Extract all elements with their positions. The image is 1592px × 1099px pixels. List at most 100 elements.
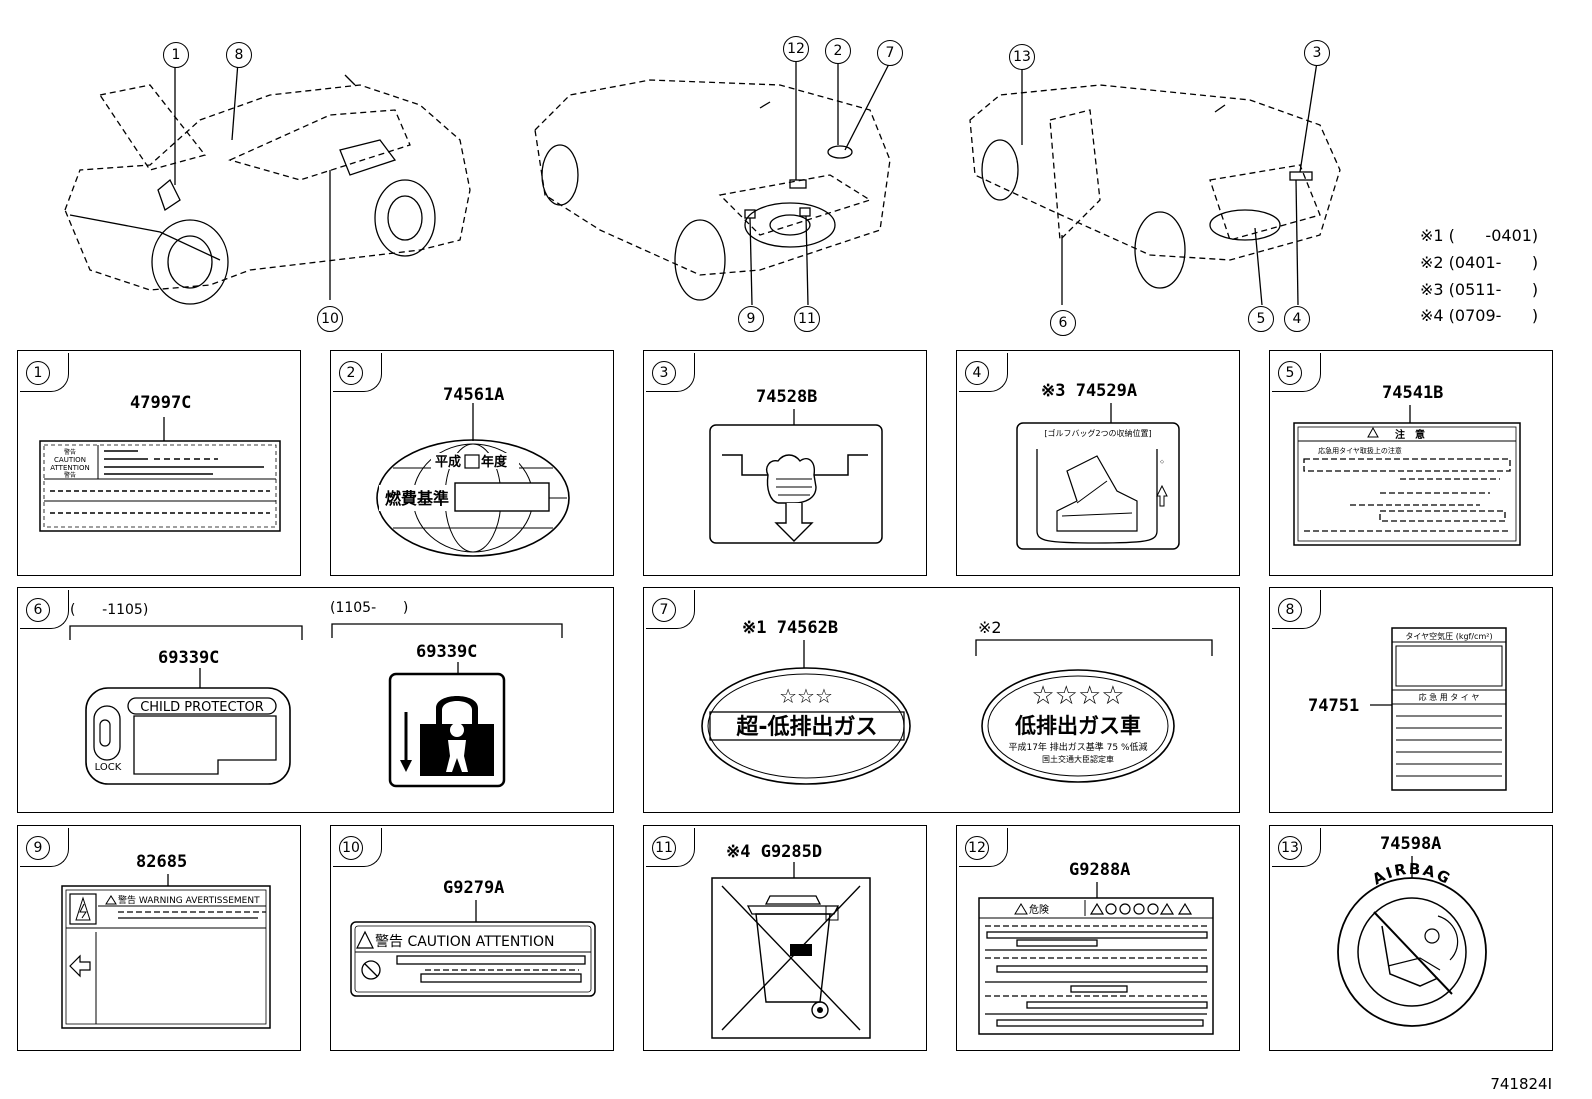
fuel-economy-emblem: 平成 年度 燃費基準 xyxy=(376,403,570,557)
part-number: 82685 xyxy=(136,852,188,872)
part-number: ※3 74529A xyxy=(1041,381,1138,401)
hand-pull-label xyxy=(709,409,883,544)
label-subheader: 応急用タイヤ取扱上の注意 xyxy=(1318,446,1402,455)
tire-pressure-label: タイヤ空気圧 (kgf/cm²) 応 急 用 タ イ ヤ xyxy=(1370,627,1507,791)
part-number: 47997C xyxy=(130,393,192,413)
panel-number: 5 xyxy=(1278,361,1302,385)
panel-2: 2 74561A 平成 年度 燃費基準 xyxy=(330,350,614,576)
svg-text:AIRBAG: AIRBAG xyxy=(1369,860,1454,889)
part-number: ※4 G9285D xyxy=(726,842,823,862)
panel-number: 6 xyxy=(26,598,50,622)
panel-number: 7 xyxy=(652,598,676,622)
label-header: 注 意 xyxy=(1395,428,1425,441)
panel-number: 4 xyxy=(965,361,989,385)
note-3: ※3 (0511- ) xyxy=(1420,280,1539,299)
part-number: 74751 xyxy=(1308,696,1360,716)
panel-number: 8 xyxy=(1278,598,1302,622)
callout-9: 9 xyxy=(738,306,764,332)
callout-10: 10 xyxy=(317,306,343,332)
panel-11: 11 ※4 G9285D xyxy=(643,825,927,1051)
callout-8: 8 xyxy=(226,42,252,68)
label-line-3: ATTENTION xyxy=(50,464,89,472)
panel-number: 9 xyxy=(26,836,50,860)
part-number-b: 69339C xyxy=(416,642,478,662)
note-2: ※2 (0401- ) xyxy=(1420,253,1539,272)
emblem-sub-b2: 国土交通大臣認定車 xyxy=(1042,754,1114,764)
panel-7: 7 ※1 74562B ※2 ☆☆☆ 超-低排出ガス ☆☆☆☆ 低排出ガス車 平… xyxy=(643,587,1240,813)
stars-b: ☆☆☆☆ xyxy=(1031,681,1124,711)
car-rear-door-view xyxy=(969,61,1341,306)
caution-attention-label: 警告 CAUTION ATTENTION xyxy=(350,900,596,997)
panel-number: 10 xyxy=(339,836,363,860)
emblem-top-text: 平成 xyxy=(435,454,461,470)
note-marker-b: ※2 xyxy=(978,618,1002,637)
label-row-1: タイヤ空気圧 (kgf/cm²) xyxy=(1405,631,1492,641)
part-number: G9288A xyxy=(1069,860,1131,880)
date-range-a: ( -1105) xyxy=(70,602,149,618)
callout-4: 4 xyxy=(1284,306,1310,332)
callout-7: 7 xyxy=(877,40,903,66)
panel-9: 9 82685 警告 WARNING AVERTISSEMENT xyxy=(17,825,301,1051)
emblem-text-b: 低排出ガス車 xyxy=(1014,714,1141,738)
note-1: ※1 ( -0401) xyxy=(1420,226,1539,245)
ring-text: AIRBAG xyxy=(1369,860,1452,889)
label-line-1: 警告 xyxy=(64,448,76,456)
child-protector-text: CHILD PROTECTOR xyxy=(140,700,264,715)
label-header: 警告 CAUTION ATTENTION xyxy=(375,934,555,950)
panel-number: 3 xyxy=(652,361,676,385)
panel-3: 3 74528B xyxy=(643,350,927,576)
emblem-sub-b1: 平成17年 排出ガス基準 75 %低減 xyxy=(1008,741,1147,753)
spare-tire-caution-label: 注 意 応急用タイヤ取扱上の注意 xyxy=(1293,405,1521,546)
callout-12: 12 xyxy=(783,36,809,62)
part-number: 74528B xyxy=(756,387,818,407)
label-line-2: CAUTION xyxy=(54,456,86,464)
panel-8: 8 74751 タイヤ空気圧 (kgf/cm²) 応 急 用 タ イ ヤ xyxy=(1269,587,1553,813)
date-range-b: (1105- ) xyxy=(330,600,409,616)
part-number-a: 69339C xyxy=(158,648,220,668)
car-front-view xyxy=(64,61,471,305)
figure-id: 741824I xyxy=(1490,1075,1552,1093)
panel-1: 1 47997C 警告 CAUTION ATTENTION 警告 xyxy=(17,350,301,576)
stars-a: ☆☆☆ xyxy=(779,684,833,708)
svg-text:◇: ◇ xyxy=(1160,459,1164,465)
child-protector-labels: CHILD PROTECTOR LOCK xyxy=(69,623,563,788)
callout-1: 1 xyxy=(163,42,189,68)
panel-number: 12 xyxy=(965,836,989,860)
warning-label: 警告 WARNING AVERTISSEMENT xyxy=(61,874,271,1029)
airbag-warning-emblem: AIRBAG xyxy=(1337,856,1487,1027)
callout-13: 13 xyxy=(1009,44,1035,70)
danger-label: 危険 xyxy=(978,882,1214,1035)
emblem-text-a: 超-低排出ガス xyxy=(736,715,877,740)
panel-6: 6 ( -1105) (1105- ) 69339C 69339C CHILD … xyxy=(17,587,614,813)
caution-label-drawing: 警告 CAUTION ATTENTION 警告 xyxy=(39,417,281,532)
part-number: 74541B xyxy=(1382,383,1444,403)
label-line-4: 警告 xyxy=(64,471,76,479)
part-number: 74598A xyxy=(1380,834,1442,854)
label-header: [ゴルフバッグ2つの収納位置] xyxy=(1044,428,1151,438)
label-row-2: 応 急 用 タ イ ヤ xyxy=(1419,692,1480,702)
emblem-year-text: 年度 xyxy=(481,454,508,470)
callout-2: 2 xyxy=(825,38,851,64)
label-header: 警告 WARNING AVERTISSEMENT xyxy=(118,894,260,906)
callout-6: 6 xyxy=(1050,310,1076,336)
lock-text: LOCK xyxy=(95,762,122,773)
note-4: ※4 (0709- ) xyxy=(1420,306,1539,325)
part-number-a: ※1 74562B xyxy=(742,618,839,638)
callout-3: 3 xyxy=(1304,40,1330,66)
panel-number: 2 xyxy=(339,361,363,385)
callout-5: 5 xyxy=(1248,306,1274,332)
panel-13: 13 74598A AIRBAG xyxy=(1269,825,1553,1051)
panel-5: 5 74541B 注 意 応急用タイヤ取扱上の注意 xyxy=(1269,350,1553,576)
panel-10: 10 G9279A 警告 CAUTION ATTENTION xyxy=(330,825,614,1051)
emblem-main-text: 燃費基準 xyxy=(385,489,449,508)
car-rear-trunk-view xyxy=(534,61,891,306)
part-number: 74561A xyxy=(443,385,505,405)
vehicle-illustrations xyxy=(64,61,1341,306)
panel-number: 1 xyxy=(26,361,50,385)
panel-12: 12 G9288A 危険 xyxy=(956,825,1240,1051)
golf-bag-storage-label: [ゴルフバッグ2つの収納位置] ◇ xyxy=(1016,403,1180,550)
panel-number: 13 xyxy=(1278,836,1302,860)
panel-4: 4 ※3 74529A [ゴルフバッグ2つの収納位置] ◇ xyxy=(956,350,1240,576)
panel-number: 11 xyxy=(652,836,676,860)
callout-11: 11 xyxy=(794,306,820,332)
